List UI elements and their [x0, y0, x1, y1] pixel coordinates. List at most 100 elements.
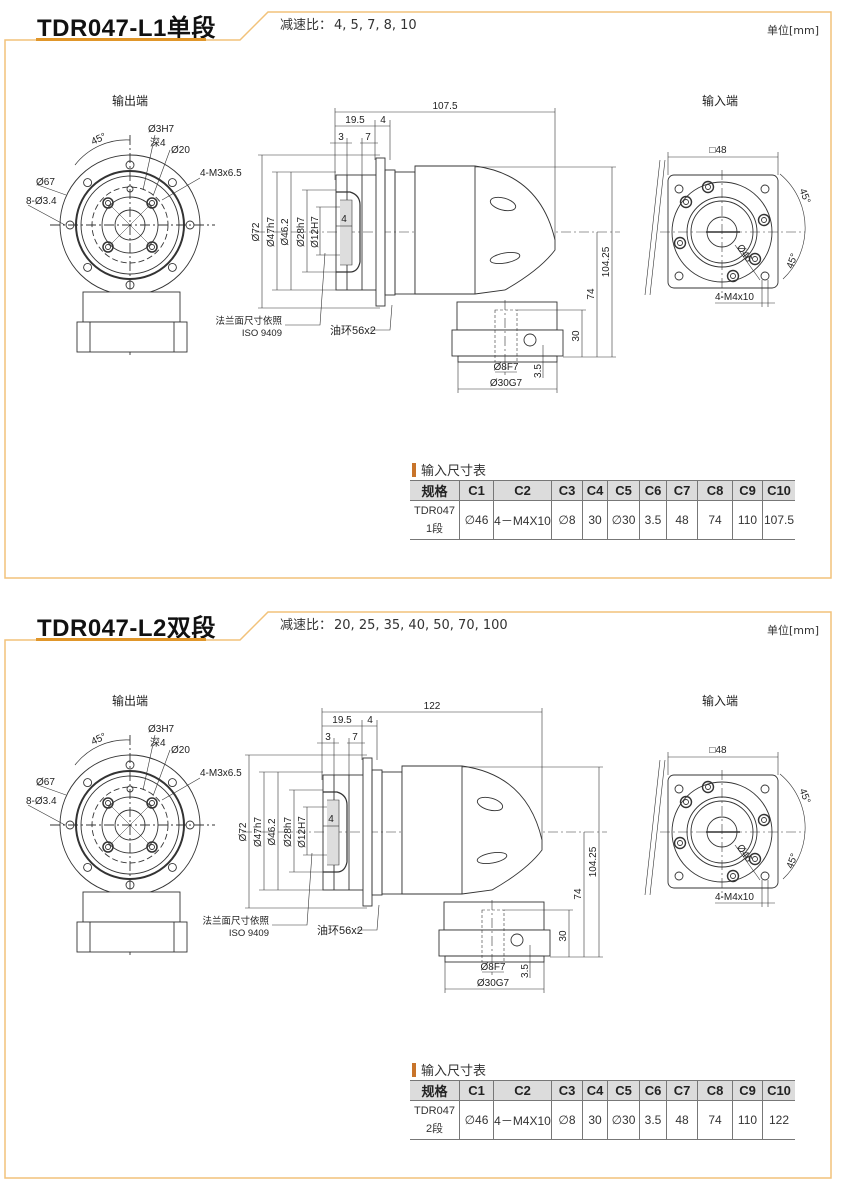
outer-diameter-label: Ø67	[36, 777, 55, 788]
value-cell: 4－M4X10	[493, 500, 552, 540]
shaft-dia-label: Ø8F7	[493, 362, 518, 373]
value-cell: 110	[732, 1100, 763, 1140]
input-end-view	[644, 752, 806, 907]
model-section-1: TDR047-L1单段 减速比：4, 5, 7, 8, 10 单位[mm] 输出…	[0, 0, 841, 590]
table-title-text: 输入尺寸表	[421, 464, 487, 479]
side-view	[255, 108, 620, 393]
side-view	[242, 708, 607, 993]
square-size-label: □48	[709, 745, 727, 756]
column-header: C5	[607, 1080, 640, 1101]
reduction-ratio: 减速比：4, 5, 7, 8, 10	[280, 14, 417, 33]
column-header: 规格	[410, 1080, 460, 1101]
value-cell: 74	[697, 1100, 733, 1140]
dia72-label: Ø72	[251, 222, 262, 241]
height-104-label: 104.25	[601, 246, 612, 277]
side-view-labels: 122 19.5 4 3 7 Ø72 Ø47h7 Ø46.2 Ø28h7 Ø12…	[202, 701, 599, 989]
input-end-title: 输入端	[702, 693, 738, 708]
height-104-label: 104.25	[588, 846, 599, 877]
output-end-title: 输出端	[112, 93, 148, 108]
stage-cell-text: 2段	[425, 1123, 444, 1135]
dim-7-label: 7	[352, 732, 358, 743]
column-header: C6	[639, 480, 667, 501]
dia28-label: Ø28h7	[283, 817, 294, 847]
dia12-label: Ø12H7	[310, 216, 321, 248]
pcd-label: Ø20	[171, 145, 190, 156]
dia47-label: Ø47h7	[266, 217, 277, 247]
value-cell: ∅30	[607, 500, 640, 540]
table-title: 输入尺寸表	[412, 1060, 486, 1079]
input-end-labels: 输入端 □48 45° 45° Ø46 4-M4x10	[702, 693, 812, 903]
dia47-label: Ø47h7	[253, 817, 264, 847]
dim-19-5-label: 19.5	[332, 715, 352, 726]
input-end-view	[644, 152, 806, 307]
dim-4-label: 4	[367, 715, 373, 726]
column-header: 规格	[410, 480, 460, 501]
angle-label: 45°	[90, 131, 108, 147]
bolt-holes-label: 8-Ø3.4	[26, 196, 57, 207]
dim-4-label: 4	[380, 115, 386, 126]
angle-label: 45°	[90, 731, 108, 747]
value-cell: 122	[762, 1100, 795, 1140]
output-end-labels: 输出端 45° Ø3H7 深4 Ø20 4-M3x6.5 Ø67 8-Ø3.4	[26, 693, 242, 807]
column-header: C10	[762, 480, 795, 501]
pin-hole-label: Ø3H7	[148, 124, 175, 135]
value-cell: ∅46	[459, 1100, 494, 1140]
height-74-label: 74	[586, 288, 597, 300]
column-header: C6	[639, 1080, 667, 1101]
outer-diameter-label: Ø67	[36, 177, 55, 188]
step-label: 3.5	[520, 964, 531, 978]
dim-19-5-label: 19.5	[345, 115, 365, 126]
dia72-label: Ø72	[238, 822, 249, 841]
depth4-label: 4	[328, 814, 334, 825]
threads-label: 4-M3x6.5	[200, 768, 242, 779]
iso-label: ISO 9409	[242, 328, 282, 339]
dim-7-label: 7	[365, 132, 371, 143]
value-cell: 48	[666, 1100, 698, 1140]
title-bar-marker	[412, 462, 416, 477]
threads-label: 4-M3x6.5	[200, 168, 242, 179]
dia12-label: Ø12H7	[297, 816, 308, 848]
technical-drawing: 输出端 45° Ø3H7 深4 Ø20 4-M3x6.5 Ø67 8-Ø3.4	[26, 93, 813, 393]
model-title: TDR047-L2双段	[37, 615, 216, 642]
step-label: 3.5	[533, 364, 544, 378]
value-cell: ∅30	[607, 1100, 640, 1140]
oil-ring-label: 油环56x2	[317, 923, 363, 937]
technical-drawing: 输出端 45° Ø3H7 深4 Ø20 4-M3x6.5 Ø67 8-Ø3.4	[26, 693, 812, 993]
pin-hole-label: Ø3H7	[148, 724, 175, 735]
angle-upper-label: 45°	[797, 187, 813, 205]
height-74-label: 74	[573, 888, 584, 900]
model-cell-text: TDR047	[414, 1105, 455, 1117]
dim-3-label: 3	[325, 732, 331, 743]
section-frame	[4, 611, 832, 1179]
value-cell: 3.5	[639, 1100, 667, 1140]
threads-label: 4-M4x10	[715, 292, 754, 303]
column-header: C4	[582, 1080, 608, 1101]
flange-note-label: 法兰面尺寸依照	[215, 315, 282, 327]
depth-label: 深4	[150, 137, 166, 149]
total-length-label: 107.5	[432, 101, 457, 112]
angle-lower-label: 45°	[785, 852, 801, 870]
depth-label: 深4	[150, 737, 166, 749]
ratio-label: 减速比：	[280, 618, 333, 633]
column-header: C5	[607, 480, 640, 501]
table-title-text: 输入尺寸表	[421, 1064, 487, 1079]
depth4-label: 4	[341, 214, 347, 225]
side-view-labels: 107.5 19.5 4 3 7 Ø72 Ø47h7 Ø46.2 Ø28h7 Ø…	[215, 101, 612, 389]
reduction-ratio: 减速比：20, 25, 35, 40, 50, 70, 100	[280, 614, 508, 633]
angle-upper-label: 45°	[797, 787, 813, 805]
value-cell: ∅8	[551, 1100, 583, 1140]
column-header: C10	[762, 1080, 795, 1101]
column-header: C2	[493, 1080, 552, 1101]
column-header: C7	[666, 1080, 698, 1101]
height-30-label: 30	[571, 330, 582, 342]
iso-label: ISO 9409	[229, 928, 269, 939]
pcd-label: Ø20	[171, 745, 190, 756]
value-cell: 48	[666, 500, 698, 540]
bolt-holes-label: 8-Ø3.4	[26, 796, 57, 807]
oil-ring-label: 油环56x2	[330, 323, 376, 337]
